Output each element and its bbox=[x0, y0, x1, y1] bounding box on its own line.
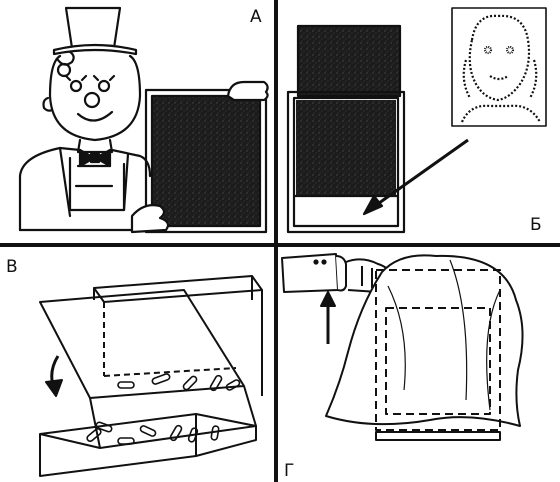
hand-top bbox=[226, 80, 269, 102]
box-bottom bbox=[39, 413, 257, 449]
panel-b: Б bbox=[286, 7, 547, 235]
frame-b-inner bbox=[292, 96, 400, 228]
hand-holding-cloth bbox=[281, 253, 392, 293]
dark-sheet-lifted bbox=[296, 24, 402, 98]
paperclip-icon bbox=[117, 373, 241, 392]
panel-a-label: А bbox=[250, 7, 262, 27]
panel-g-label: Г bbox=[284, 461, 294, 481]
hidden-frame-inner bbox=[385, 307, 491, 415]
frame-b bbox=[286, 90, 406, 234]
panel-v: В bbox=[6, 257, 263, 477]
left-eye bbox=[69, 79, 83, 93]
hand-bottom bbox=[130, 204, 170, 234]
arrow-icon bbox=[45, 355, 63, 397]
dark-part-b bbox=[296, 100, 396, 196]
hidden-frame-outer bbox=[375, 269, 501, 431]
bow-tie-icon bbox=[78, 148, 112, 168]
top-hat-icon bbox=[52, 6, 138, 56]
panel-g: Г bbox=[281, 253, 524, 481]
panel-v-label: В bbox=[6, 257, 18, 277]
paperclip-icon bbox=[86, 421, 220, 445]
dark-frame-a bbox=[144, 88, 268, 234]
arrow-icon bbox=[320, 291, 336, 344]
panel-a: А bbox=[18, 6, 269, 234]
right-eye bbox=[97, 79, 111, 93]
arrow-icon bbox=[362, 138, 469, 216]
smile bbox=[76, 110, 114, 122]
nose bbox=[83, 91, 101, 109]
cloth-icon bbox=[325, 254, 524, 427]
clown-head bbox=[42, 50, 142, 142]
portrait-icon bbox=[451, 7, 547, 127]
panel-b-label: Б bbox=[530, 215, 542, 235]
